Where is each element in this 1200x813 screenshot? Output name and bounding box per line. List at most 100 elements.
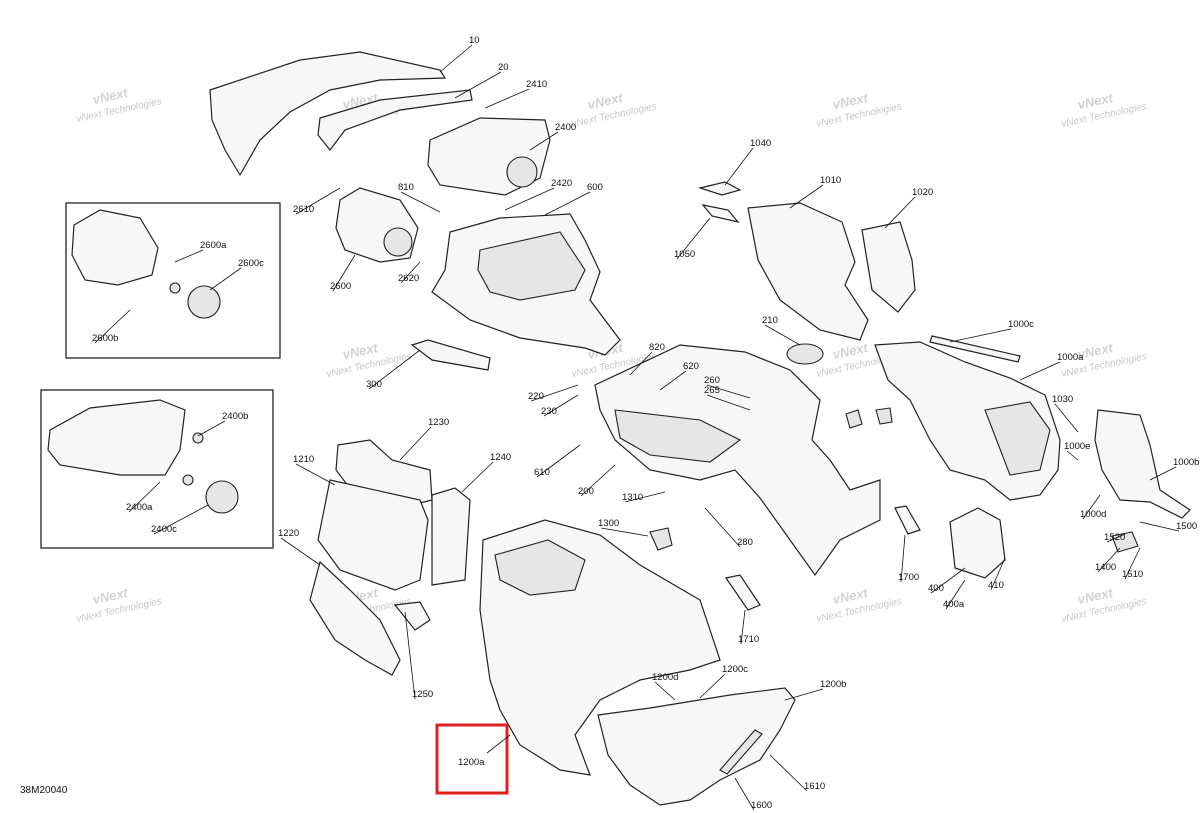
callout-1400: 1400 [1095,562,1116,573]
leader-265 [706,394,751,411]
leader-1030 [1054,403,1079,433]
part-1700-trim [894,505,921,535]
leader-2400 [529,131,559,151]
part-20-trim-strip [317,89,473,151]
part-1600-rod [719,729,763,775]
callout-1700: 1700 [898,572,919,583]
part-1040-clip [697,181,742,196]
inset-2400b-bulb [192,432,204,444]
callout-1510: 1510 [1122,569,1143,580]
leader-2600b [94,309,131,344]
part-1310-clip [845,409,863,429]
leader-1020 [884,196,916,229]
callout-2600a: 2600a [200,240,227,251]
part-1300-clip-upper [875,407,893,425]
leader-300 [368,349,421,390]
callout-1710: 1710 [738,634,759,645]
leader-230 [543,394,579,417]
leader-1000a [1019,361,1061,381]
watermark-line1: vNext [91,585,129,607]
callout-2410: 2410 [526,79,547,90]
leader-400 [930,567,966,594]
callout-1300: 1300 [598,518,619,529]
callout-1500: 1500 [1176,521,1197,532]
leader-1210 [295,463,336,486]
leader-20 [454,71,502,99]
leader-1300 [600,527,649,537]
leader-820 [629,351,653,376]
callout-810: 810 [398,182,414,193]
highlight-leader [486,734,511,754]
leader-2400b [197,420,226,437]
callout-1610: 1610 [804,781,825,792]
callout-200: 200 [578,486,594,497]
callout-2400c: 2400c [151,524,177,535]
inset-2400c-lens [205,480,239,514]
callout-400: 400 [928,583,944,594]
leader-2600a [174,249,204,263]
part-1300-clip [649,527,673,551]
inset-box-2600 [65,202,281,359]
leader-1520 [1106,533,1126,543]
watermark-line1: vNext [1076,585,1114,607]
part-1240-panel [431,487,471,586]
part-1000a-pocket [984,401,1051,476]
leader-1710 [740,609,746,645]
leader-280 [704,507,741,548]
leader-1040 [724,147,754,186]
watermark-line1: vNext [586,90,624,112]
part-1710-plate [724,574,761,611]
leader-lines [94,44,1180,811]
part-400-bracket [949,507,1006,579]
callout-1000b: 1000b [1173,457,1199,468]
callout-2600c: 2600c [238,258,264,269]
leader-1700 [900,534,906,583]
part-1200b-lower-side-panel [597,687,796,806]
callout-2610: 2610 [293,204,314,215]
part-1220-corner-panel [309,560,401,676]
watermark-line1: vNext [831,90,869,112]
highlight-label: 1200a [458,757,485,768]
callout-1240: 1240 [490,452,511,463]
callout-210: 210 [762,315,778,326]
leader-1400 [1097,547,1121,573]
leader-1500 [1139,521,1180,532]
callout-2400b: 2400b [222,411,248,422]
callout-1200d: 1200d [652,672,678,683]
callout-220: 220 [528,391,544,402]
leader-410 [990,557,1006,591]
callout-600: 600 [587,182,603,193]
callout-620: 620 [683,361,699,372]
callout-2400a: 2400a [126,502,153,513]
inset-2600-lamp [71,209,159,286]
part-1210-lower-panel [317,479,429,591]
callout-2620: 2620 [398,273,419,284]
leader-1000e [1066,450,1079,461]
part-600-opening [477,231,586,301]
leader-2400a [128,481,161,513]
leader-1200d [654,681,676,701]
callout-1310: 1310 [622,492,643,503]
inset-2600a-bulb [169,282,181,294]
leader-1610 [769,754,808,792]
callout-1020: 1020 [912,187,933,198]
leader-200 [580,464,616,497]
callout-2600b: 2600b [92,333,118,344]
leader-2600 [332,254,356,292]
leader-810 [400,191,441,213]
diagram-code: 38M20040 [20,785,68,796]
callout-265: 265 [704,385,720,396]
callout-1040: 1040 [750,138,771,149]
leader-1000b [1149,466,1177,481]
part-1010-side-panel [747,202,869,341]
part-210-grommet [786,343,824,365]
watermark-line1: vNext [831,585,869,607]
